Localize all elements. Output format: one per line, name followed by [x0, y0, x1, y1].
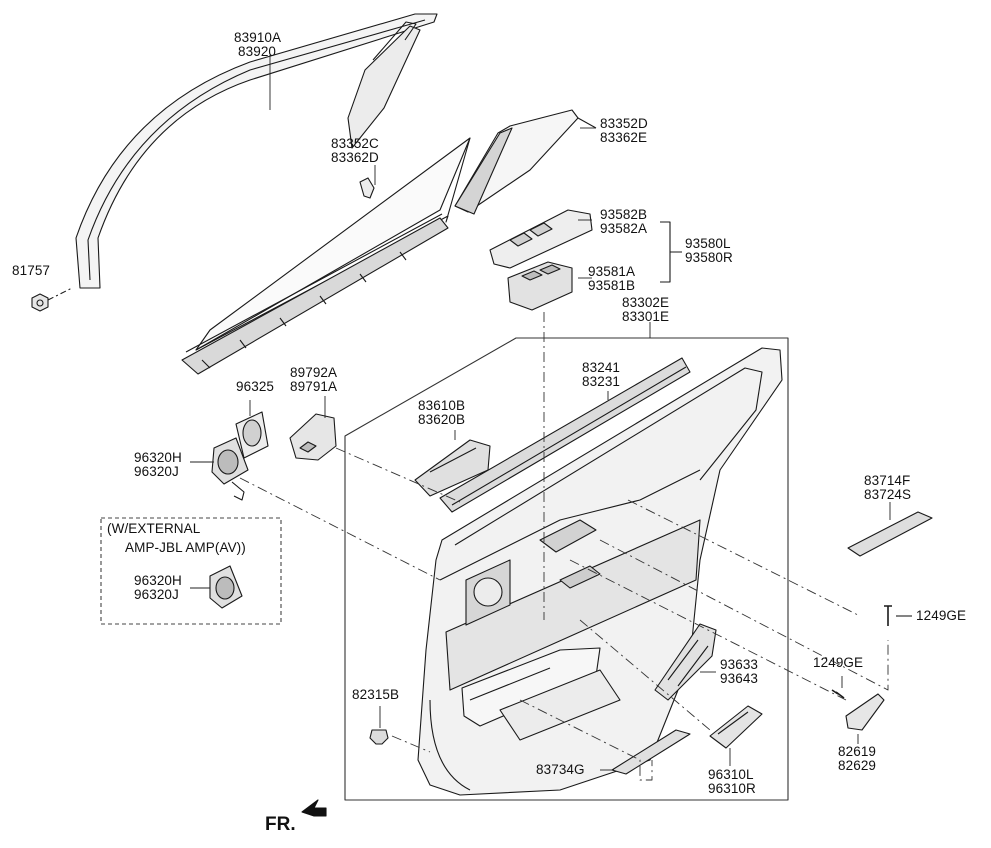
front-arrow-icon [301, 799, 327, 817]
part-number: 83362D [331, 150, 379, 165]
part-number: 1249GE [916, 608, 967, 623]
part-number: 93580R [685, 250, 733, 265]
upper-sash-part [75, 13, 438, 289]
part-number: 83610B [418, 398, 466, 413]
part-number: 83910A [234, 30, 282, 45]
speaker-grille-part [235, 411, 269, 459]
door-trim-box [344, 337, 789, 801]
part-number: 83734G [536, 762, 585, 777]
part-number: 96320H [134, 450, 182, 465]
part-number: 83302E [622, 295, 670, 310]
label-clip: 82315B [352, 688, 399, 702]
label-bracket: 93633 93643 [720, 658, 758, 686]
note-line: (W/EXTERNAL [107, 521, 201, 536]
switch-bezel-part [489, 209, 593, 269]
label-seal-nut: 81757 [12, 264, 50, 278]
part-number: 96320J [134, 464, 179, 479]
part-number: 83714F [864, 473, 911, 488]
part-number: 1249GE [813, 655, 864, 670]
label-door-trim: 83302E 83301E [622, 296, 669, 324]
leader-lines [190, 55, 912, 771]
part-number: 82619 [838, 744, 877, 759]
part-number: 93580L [685, 236, 731, 251]
part-number: 83241 [582, 360, 621, 375]
clip-part [369, 729, 389, 745]
speaker-part [211, 437, 249, 501]
screw-lower-part [831, 689, 845, 699]
connector-bracket-part [289, 413, 337, 461]
courtesy-lamp-part [709, 705, 763, 749]
switch-group-bracket [660, 221, 682, 283]
alt-speaker-part [209, 565, 243, 609]
door-trim-panel [417, 347, 783, 796]
label-switch-assy: 93581A 93581B [588, 265, 635, 293]
label-side-garnish: 83714F 83724S [864, 474, 911, 502]
cap-cover-part [845, 693, 885, 731]
part-number: 93643 [720, 671, 759, 686]
part-number: 96325 [236, 379, 275, 394]
part-number: 83301E [622, 309, 670, 324]
sunshade-curtain-part [181, 137, 471, 375]
part-number: 93633 [720, 657, 759, 672]
label-pocket-pad: 83734G [536, 763, 585, 777]
part-number: 89791A [290, 379, 338, 394]
label-speaker-alt: 96320H 96320J [134, 574, 182, 602]
part-number: 83724S [864, 487, 912, 502]
note-line: AMP-JBL AMP(AV)) [125, 540, 246, 555]
direction-label: FR. [265, 814, 296, 835]
label-weatherstrip: 83241 83231 [582, 361, 620, 389]
part-number: 83231 [582, 374, 621, 389]
dashdot-guides [239, 312, 889, 781]
inside-handle-part [414, 439, 491, 497]
seal-nut-part [31, 287, 73, 312]
label-switch-bezel: 93582B 93582A [600, 208, 647, 236]
switch-assembly-part [507, 261, 573, 311]
label-inside-handle: 83610B 83620B [418, 399, 465, 427]
label-cap-cover: 82619 82629 [838, 745, 876, 773]
part-number: 93582B [600, 207, 648, 222]
part-number: 82629 [838, 758, 877, 773]
bracket-part [654, 623, 717, 701]
side-garnish-part [847, 511, 933, 557]
part-number: 83352C [331, 136, 379, 151]
quarter-curtain-part [454, 109, 597, 215]
belt-weatherstrip-part [439, 357, 691, 513]
label-speaker: 96320H 96320J [134, 451, 182, 479]
part-number: 96320H [134, 573, 182, 588]
pocket-pad-part [611, 729, 691, 775]
label-curtain-main: 83352C 83362D [331, 137, 379, 165]
part-number: 96320J [134, 587, 179, 602]
part-number: 81757 [12, 263, 51, 278]
part-number: 89792A [290, 365, 338, 380]
part-number: 83352D [600, 116, 648, 131]
label-screw-lower: 1249GE [813, 656, 863, 670]
label-screw-upper: 1249GE [916, 609, 966, 623]
part-number: 93582A [600, 221, 648, 236]
external-amp-box [100, 517, 282, 625]
part-number: 83920 [238, 44, 277, 59]
part-number: 96310L [708, 767, 754, 782]
label-upper-sash: 83910A 83920 [234, 31, 281, 59]
part-number: 93581A [588, 264, 636, 279]
part-number: 93581B [588, 278, 636, 293]
label-courtesy-lamp: 96310L 96310R [708, 768, 756, 796]
part-number: 83620B [418, 412, 466, 427]
label-external-amp-note: (W/EXTERNAL AMP-JBL AMP(AV)) [107, 522, 246, 555]
part-number: 96310R [708, 781, 756, 796]
label-curtain-quarter: 83352D 83362E [600, 117, 648, 145]
label-connector-bracket: 89792A 89791A [290, 366, 337, 394]
part-number: 82315B [352, 687, 400, 702]
label-switch-group: 93580L 93580R [685, 237, 733, 265]
part-number: 83362E [600, 130, 648, 145]
label-speaker-grille: 96325 [236, 380, 274, 394]
